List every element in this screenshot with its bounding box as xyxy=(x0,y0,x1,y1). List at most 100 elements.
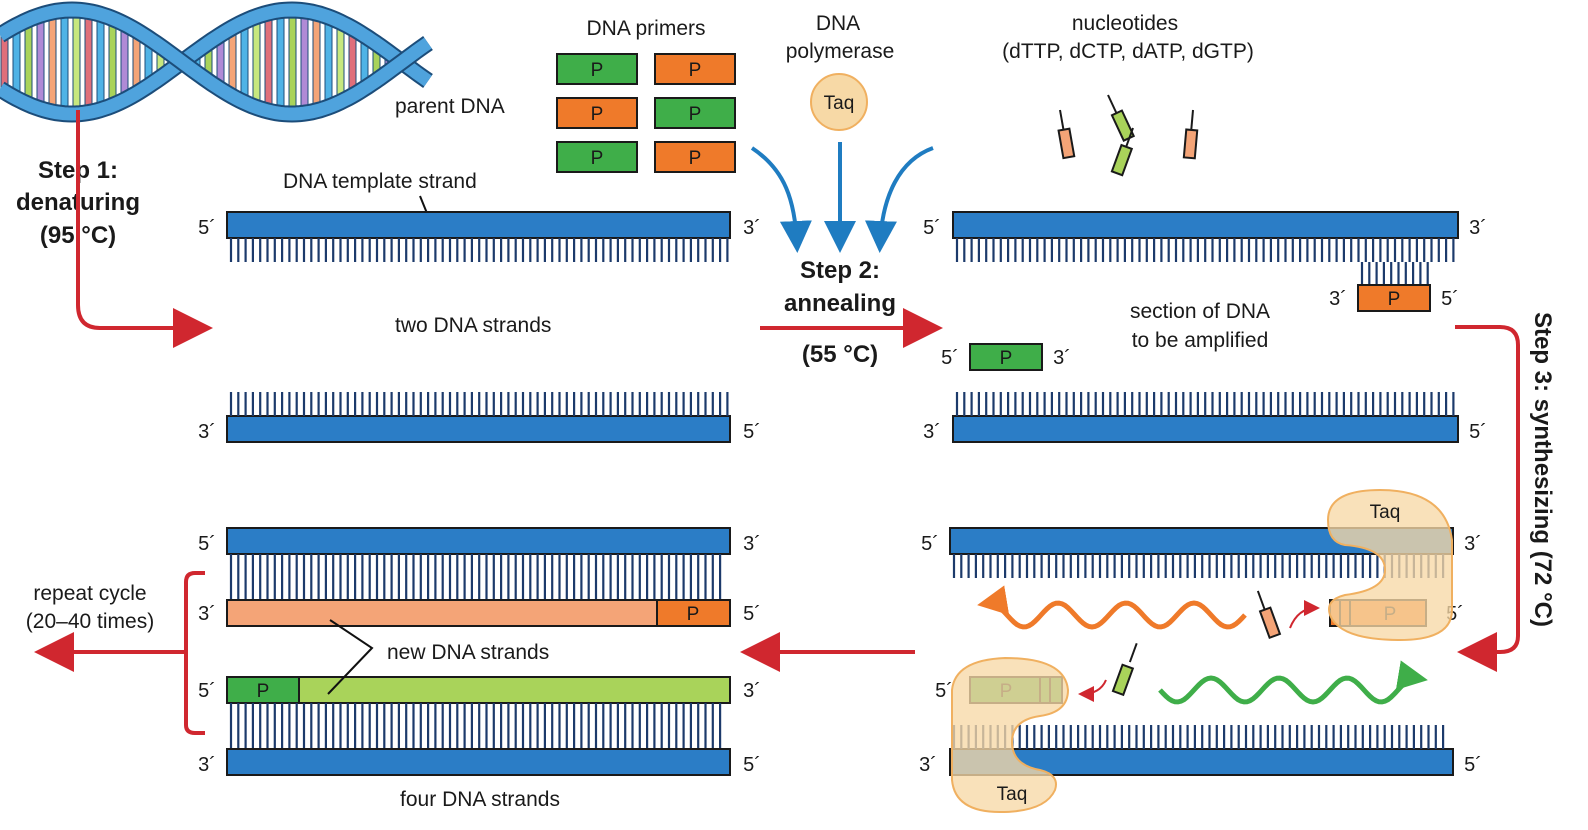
helix-base-pair xyxy=(108,17,117,107)
helix-base-pair xyxy=(60,9,69,115)
nucleotides-label-line1: nucleotides xyxy=(1072,12,1178,35)
step3-arrow xyxy=(1455,325,1520,672)
primer-box xyxy=(654,141,736,173)
primer-label: P xyxy=(687,604,700,625)
helix-base-pair xyxy=(12,25,21,99)
strand-end-label: 5´ xyxy=(923,217,941,239)
helix-base-pair xyxy=(96,13,105,111)
repeat-label-line1: repeat cycle xyxy=(33,582,146,605)
taq-label: Taq xyxy=(997,784,1028,805)
helix-base-pair xyxy=(72,9,81,115)
annealed-primer-green xyxy=(969,343,1043,371)
two-strands-label: two DNA strands xyxy=(395,314,551,337)
strand-end-label: 3´ xyxy=(1469,217,1487,239)
synthesis-direction-arrow-left xyxy=(977,585,1247,630)
step1-arrow xyxy=(76,110,213,348)
step2-label: Step 2: annealing (55 °C) xyxy=(784,257,896,368)
final-primer-green xyxy=(226,676,300,704)
helix-base-pair xyxy=(300,10,309,114)
primer-box xyxy=(556,97,638,129)
strand-end-label: 3´ xyxy=(743,533,761,555)
four-strands-label: four DNA strands xyxy=(400,788,560,811)
final-template-strand-2 xyxy=(226,748,731,776)
primer-label: P xyxy=(257,681,270,702)
strand-end-label: 3´ xyxy=(919,754,937,776)
primer-label: P xyxy=(1388,289,1401,310)
bottom-template-strand xyxy=(226,392,731,443)
strand-end-label: 5´ xyxy=(1469,421,1487,443)
strand-end-label: 5´ xyxy=(743,754,761,776)
taq-enzyme-lower-icon xyxy=(951,656,1070,814)
primer-arrow xyxy=(750,146,812,253)
repeat-bracket xyxy=(184,571,205,735)
helix-base-pair xyxy=(240,21,249,103)
strand-end-label: 5´ xyxy=(921,533,939,555)
primers-title: DNA primers xyxy=(586,17,705,40)
annealed-bottom-strand xyxy=(952,392,1459,443)
strand-end-label: 5´ xyxy=(743,421,761,443)
helix-base-pair xyxy=(120,23,129,101)
free-nucleotides-icon xyxy=(1057,94,1199,177)
taq-enzyme-label: Taq xyxy=(824,93,855,114)
final-new-strand-green xyxy=(298,676,731,704)
primer-box xyxy=(556,53,638,85)
primer-box xyxy=(654,53,736,85)
helix-base-pair xyxy=(24,19,33,105)
strand-end-label: 3´ xyxy=(923,421,941,443)
primer-label: P xyxy=(1000,348,1013,369)
helix-base-pair xyxy=(252,16,261,108)
strand-end-label: 3´ xyxy=(743,680,761,702)
nucleotide-icon xyxy=(1182,109,1199,160)
nucleotide-join-arrow xyxy=(1289,600,1320,629)
template-strand-label: DNA template strand xyxy=(283,170,477,193)
strand-end-label: 5´ xyxy=(1464,754,1482,776)
nucleotide-icon xyxy=(1057,109,1076,160)
nucleotides-label-line2: (dTTP, dCTP, dATP, dGTP) xyxy=(1002,40,1254,63)
synthesis-direction-arrow-right xyxy=(1158,660,1428,705)
annealed-top-strand xyxy=(952,211,1459,262)
parent-dna-label: parent DNA xyxy=(395,95,505,118)
strand-end-label: 3´ xyxy=(743,217,761,239)
strand-end-label: 5´ xyxy=(743,603,761,625)
polymerase-label-line1: DNA xyxy=(816,12,860,35)
helix-base-pair xyxy=(36,14,45,110)
dna-strands: 5´ 3´ 3´ 5´ 5´ 3´ P 3´ 5´ 3´ 5´ P 5´ 3´ 5´ 3´ P 5´ 3´ 5´ P 5´… xyxy=(198,211,1487,814)
strand-end-label: 3´ xyxy=(198,754,216,776)
parent-dna-helix-icon xyxy=(0,1,433,123)
strand-end-label: 5´ xyxy=(198,217,216,239)
section-label-line2: to be amplified xyxy=(1132,329,1269,352)
primer-box xyxy=(654,97,736,129)
helix-base-pair xyxy=(312,12,321,112)
primer-label: P xyxy=(689,104,702,125)
primer-box xyxy=(556,141,638,173)
step3-label: Step 3: synthesizing (72 °C) xyxy=(1529,312,1556,627)
helix-base-pair xyxy=(84,10,93,114)
helix-base-pair xyxy=(48,11,57,113)
primer-label: P xyxy=(591,148,604,169)
strand-end-label: 5´ xyxy=(198,680,216,702)
taq-enzyme-upper-icon xyxy=(1326,488,1453,642)
helix-backbone xyxy=(0,3,432,121)
helix-base-pair xyxy=(276,10,285,114)
primer-label: P xyxy=(591,104,604,125)
strand-end-label: 3´ xyxy=(1053,347,1071,369)
polymerase-label-line2: polymerase xyxy=(786,40,895,63)
step2-title: Step 2: xyxy=(800,257,880,284)
primer-label: P xyxy=(689,148,702,169)
strand-end-label: 3´ xyxy=(198,421,216,443)
helix-base-pair xyxy=(264,12,273,112)
strand-end-label: 5´ xyxy=(1441,288,1459,310)
strand-end-label: 5´ xyxy=(941,347,959,369)
taq-label: Taq xyxy=(1370,502,1401,523)
step2-temp: (55 °C) xyxy=(802,341,878,368)
primer-label: P xyxy=(689,60,702,81)
strand-end-label: 5´ xyxy=(198,533,216,555)
helix-base-pair xyxy=(324,16,333,108)
step2-name: annealing xyxy=(784,290,896,317)
new-strands-pointer xyxy=(327,619,374,695)
incoming-nucleotide-icon xyxy=(1111,642,1138,697)
top-template-strand xyxy=(226,211,731,262)
final-template-strand-1 xyxy=(226,527,731,555)
